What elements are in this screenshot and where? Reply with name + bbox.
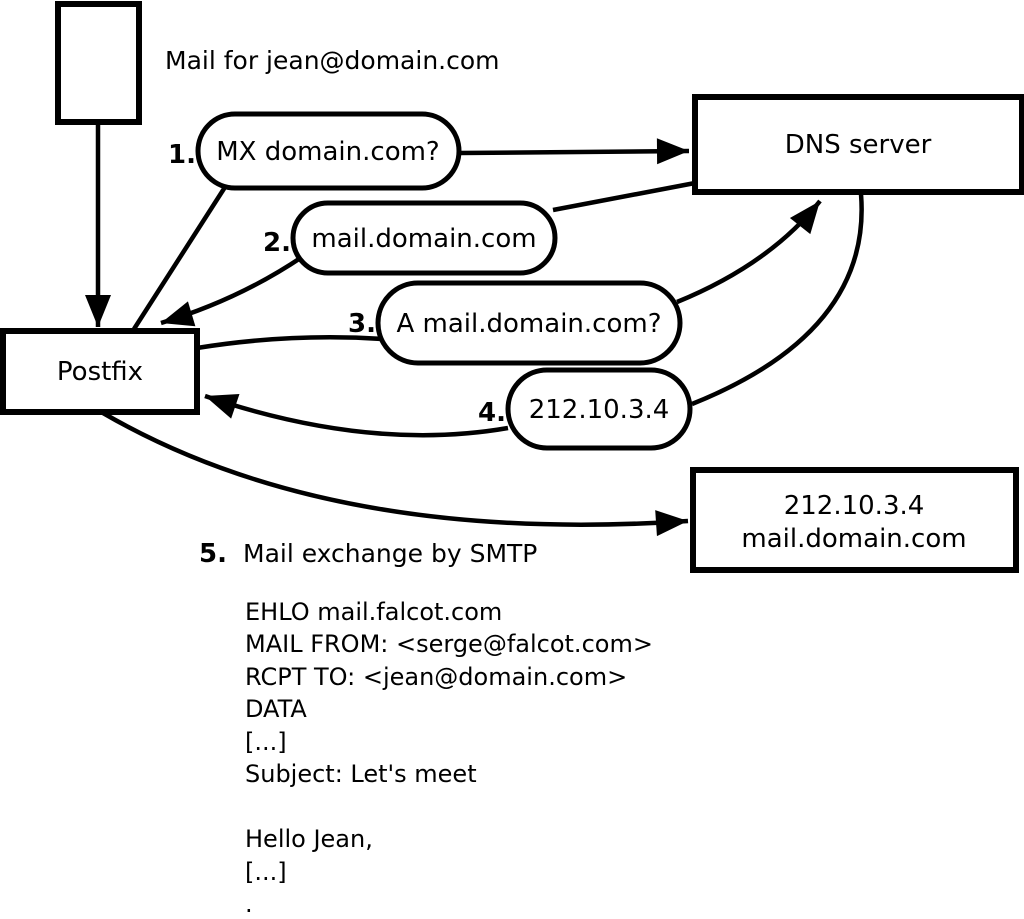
smtp-line: . [245,890,253,918]
arrow-pill2-to-postfix [160,255,304,327]
step-3-pill [375,280,683,366]
postfix-node [0,328,200,415]
mail-server-ip-label: 212.10.3.4 [784,491,925,521]
step-2-number: 2. [263,228,291,258]
smtp-line: Subject: Let's meet [245,760,477,788]
smtp-line: [...] [245,728,287,756]
link-dns-to-pill4 [691,193,864,407]
smtp-line: Hello Jean, [245,825,373,853]
step-5-number: 5. [199,539,227,569]
smtp-line: RCPT TO: <jean@domain.com> [245,663,627,691]
link-dns-to-pill2 [552,180,696,213]
mail-server-host-label: mail.domain.com [741,524,966,554]
smtp-line: [...] [245,858,287,886]
mail-server-node [690,467,1019,573]
arrow-pill1-to-dns [458,138,690,165]
step-4-number: 4. [478,398,506,428]
step-3-number: 3. [348,309,376,339]
smtp-line: DATA [245,695,307,723]
step-5-label: Mail exchange by SMTP [243,539,537,568]
step-1-number: 1. [168,140,196,170]
step-3-label: A mail.domain.com? [397,309,662,339]
step-2-label: mail.domain.com [311,224,536,254]
smtp-line: EHLO mail.falcot.com [245,598,502,626]
step-2-pill [290,200,558,276]
dns-server-node-label: DNS server [785,130,932,160]
arrow-pill4-to-postfix [204,393,509,438]
step-1-pill [195,111,462,191]
postfix-node-label: Postfix [57,357,143,387]
arrow-pill3-to-dns [676,199,822,305]
step-4-pill [505,367,693,451]
mail-for-label: Mail for jean@domain.com [165,46,500,75]
link-pill1-to-postfix [132,182,229,331]
link-postfix-to-pill3 [196,335,384,351]
step-4-label: 212.10.3.4 [529,395,670,425]
smtp-line: MAIL FROM: <serge@falcot.com> [245,630,653,658]
dns-server-node [692,94,1024,195]
smtp-session-transcript: EHLO mail.falcot.com MAIL FROM: <serge@f… [245,598,653,918]
mail-message-icon [55,1,142,125]
arrow-postfix-to-mailserver-smtp [101,411,689,537]
step-1-label: MX domain.com? [216,137,439,167]
